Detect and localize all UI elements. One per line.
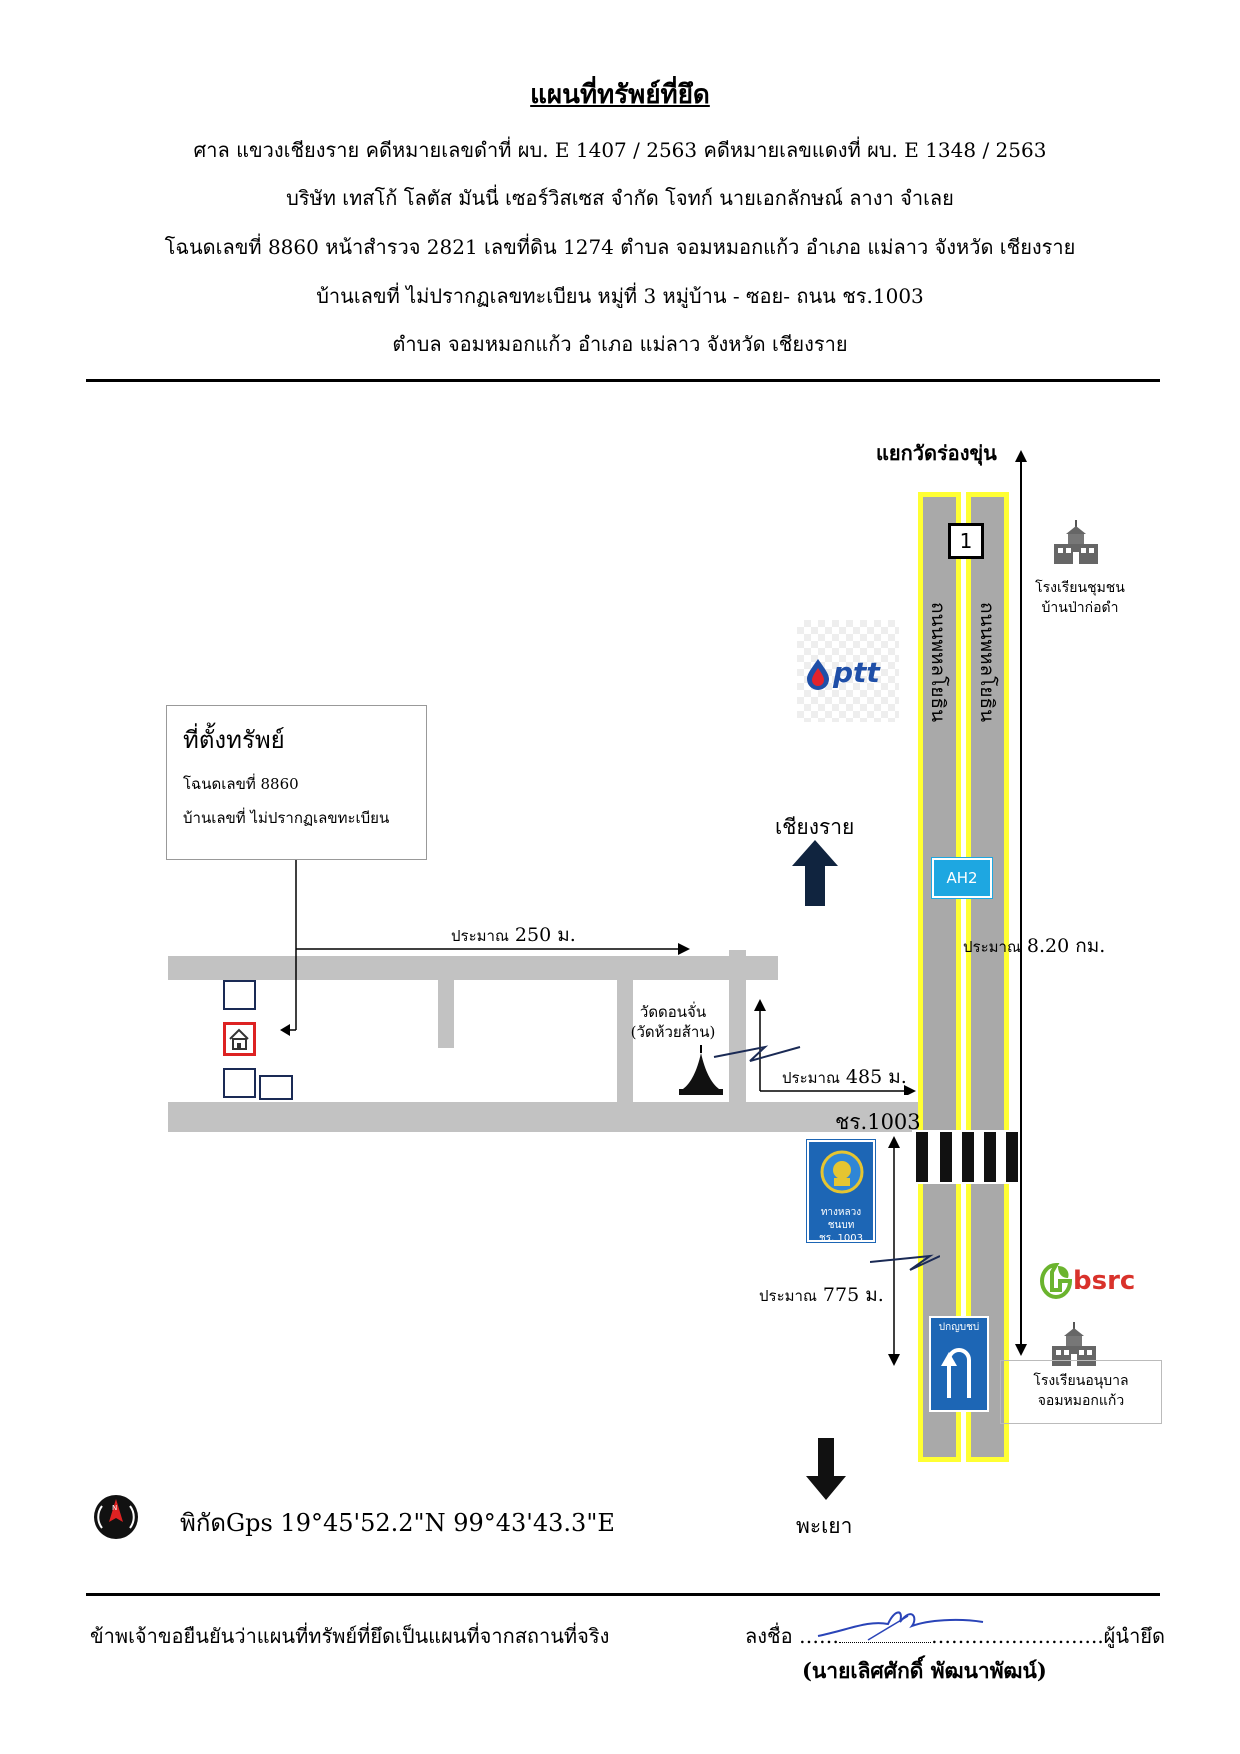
plot-box (259, 1075, 293, 1100)
ptt-drop-icon (807, 659, 829, 690)
property-box-title: ที่ตั้งทรัพย์ (183, 726, 285, 754)
arrow-down-icon (806, 1438, 846, 1500)
parties-line: บริษัท เทสโก้ โลตัส มันนี่ เซอร์วิสเซส จ… (286, 186, 954, 210)
temple-label: วัดดอนจั่น (วัดห้วยส้าน) (630, 1003, 716, 1041)
deed-line: โฉนดเลขที่ 8860 หน้าสำรวจ 2821 เลขที่ดิน… (164, 235, 1076, 259)
highway-name-1: ถนนพหลโยธิน (927, 602, 949, 723)
school-label-2: โรงเรียนอนุบาล จอมหมอกแก้ว (1000, 1360, 1162, 1424)
u-turn-sign (929, 1316, 989, 1412)
school-icon (1052, 1322, 1096, 1366)
soi-branch-1 (438, 975, 454, 1048)
property-house: บ้านเลขที่ ไม่ปรากฏเลขทะเบียน (183, 809, 390, 827)
distance-250: ประมาณ 250 ม. (451, 924, 576, 946)
distance-485-arrow (713, 999, 916, 1095)
compass-letter: N (112, 1504, 118, 1512)
highway-name-2: ถนนพหลโยธิน (976, 602, 998, 723)
page-title: แผนที่ทรัพย์ที่ยึด (530, 80, 710, 110)
signature-image (817, 1611, 984, 1641)
bsrc-leaf-icon (1040, 1262, 1072, 1299)
highway-number-sign: 1 (948, 523, 984, 559)
school-label-1: โรงเรียนชุมชน บ้านป่าก่อดำ (1035, 580, 1125, 616)
property-info-box: ที่ตั้งทรัพย์ โฉนดเลขที่ 8860 บ้านเลขที่… (166, 705, 427, 860)
distance-775-arrow (870, 1136, 940, 1366)
arrow-up-icon (792, 840, 838, 906)
rural-road-sign-text: ทางหลวงชนบท ชร. 1003 (819, 1207, 863, 1244)
property-plot (223, 1022, 256, 1056)
distance-double-arrow (1015, 450, 1027, 1356)
road-chr-1003 (168, 1102, 926, 1132)
location-line: ตำบล จอมหมอกแก้ว อำเภอ แม่ลาว จังหวัด เช… (392, 332, 848, 356)
address-line: บ้านเลขที่ ไม่ปรากฏเลขทะเบียน หมู่ที่ 3 … (316, 284, 924, 308)
crosswalk-marking (912, 1130, 1020, 1184)
soi-branch-2 (617, 975, 633, 1103)
compass-icon (94, 1495, 138, 1539)
phayao-label: พะเยา (796, 1514, 853, 1538)
bsrc-text: bsrc (1073, 1266, 1136, 1296)
temple-icon (679, 1045, 723, 1095)
gps-coordinates: พิกัดGps 19°45'52.2"N 99°43'43.3"E (180, 1509, 615, 1537)
ptt-logo: ptt (797, 620, 899, 722)
signer-name: (นายเลิศศักดิ์ พัฒนาพัฒน์) (802, 1658, 1047, 1683)
road-1003-label: ชร.1003 (835, 1110, 921, 1134)
footer-divider (86, 1593, 1160, 1596)
rural-road-sign: ทางหลวงชนบท ชร. 1003 (806, 1139, 876, 1244)
soi-branch-3 (729, 950, 746, 1103)
chiang-rai-label: เชียงราย (775, 815, 855, 839)
u-turn-label: ปกญบชบ่ (938, 1322, 980, 1333)
ah2-sign: AH2 (931, 857, 993, 899)
highway-lane-2 (966, 492, 1009, 1462)
ptt-text: ptt (833, 656, 880, 689)
property-deed: โฉนดเลขที่ 8860 (183, 775, 299, 793)
emblem-icon (820, 1150, 864, 1194)
confirmation-statement: ข้าพเจ้าขอยืนยันว่าแผนที่ทรัพย์ที่ยึดเป็… (90, 1624, 610, 1648)
distance-820: ประมาณ 8.20 กม. (963, 935, 1106, 957)
school-icon (1054, 520, 1098, 564)
upper-soi-road (168, 956, 778, 980)
case-line: ศาล แขวงเชียงราย คดีหมายเลขดำที่ ผบ. E 1… (193, 138, 1047, 162)
property-pointer-lines (280, 860, 690, 1036)
junction-label: แยกวัดร่องขุ่น (876, 441, 997, 465)
distance-775: ประมาณ 775 ม. (759, 1284, 884, 1306)
signature-line: ลงชื่อ …………………………..ผู้นำยึด (745, 1624, 1166, 1648)
plot-box (223, 980, 256, 1010)
header-divider (86, 379, 1160, 382)
distance-485: ประมาณ 485 ม. (782, 1066, 907, 1088)
plot-box (223, 1068, 256, 1098)
highway-lane-1 (918, 492, 961, 1462)
house-icon (229, 1028, 249, 1050)
